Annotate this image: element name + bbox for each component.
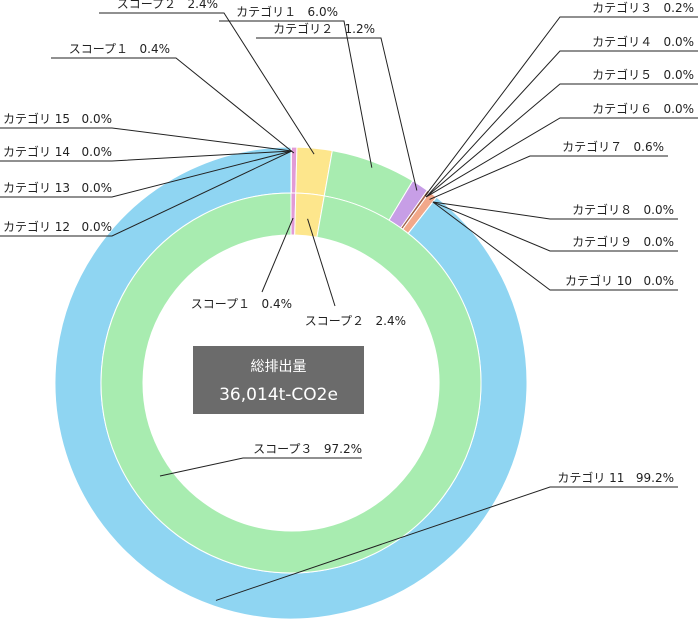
label-cat1-leader — [219, 20, 373, 168]
label-cat7-label: カテゴリ７ 0.6% — [562, 139, 664, 154]
label-cat8-label: カテゴリ８ 0.0% — [572, 202, 674, 217]
leader-lines — [0, 12, 698, 601]
label-cat9-label: カテゴリ９ 0.0% — [572, 234, 674, 249]
label-scope1-outer-leader — [51, 57, 295, 154]
label-cat13-leader — [0, 150, 292, 198]
label-cat10-label: カテゴリ 10 0.0% — [565, 273, 674, 288]
label-cat2-leader — [256, 37, 418, 191]
inner-slice-3 — [100, 192, 482, 574]
label-cat5-leader — [425, 83, 698, 198]
label-scope2-inner: スコープ２ 2.4% — [305, 314, 406, 328]
label-scope2-inner-leader — [307, 218, 336, 307]
label-cat3-leader — [424, 16, 698, 197]
inner-ring — [100, 192, 482, 574]
label-cat5-label: カテゴリ５ 0.0% — [592, 67, 694, 82]
label-cat12-label: カテゴリ 12 0.0% — [3, 219, 112, 234]
label-cat10-leader — [432, 201, 678, 291]
label-cat4-label: カテゴリ４ 0.0% — [592, 34, 694, 49]
label-scope3-inner-leader — [159, 457, 362, 477]
center-title: 総排出量 — [251, 359, 307, 375]
label-cat2-label: カテゴリ２ 1.2% — [273, 21, 375, 36]
label-cat15-label: カテゴリ 15 0.0% — [3, 111, 112, 126]
label-cat6-label: カテゴリ６ 0.0% — [592, 101, 694, 116]
label-cat6-leader — [425, 117, 698, 198]
label-scope2-outer-leader — [99, 12, 315, 155]
center-box: 総排出量 36,014t-CO2e — [193, 346, 364, 414]
center-value: 36,014t-CO2e — [219, 385, 338, 405]
label-cat14-leader — [0, 150, 292, 162]
label-cat12-leader — [0, 150, 293, 237]
label-scope1-inner: スコープ１ 0.4% — [191, 297, 292, 311]
label-cat9-leader — [432, 201, 678, 252]
label-cat11-leader — [215, 486, 678, 601]
label-scope1-inner-leader — [261, 217, 294, 293]
label-scope3-inner: スコープ３ 97.2% — [253, 442, 362, 456]
label-cat7-leader — [429, 155, 668, 200]
label-cat15-leader — [0, 127, 292, 152]
data-labels: スコープ１ 0.4% スコープ２ 2.4% カテゴリ１ 6.0% カテゴリ２ 1.2%… — [3, 0, 694, 485]
label-cat3-label: カテゴリ３ 0.2% — [592, 0, 694, 15]
label-cat1-label: カテゴリ１ 6.0% — [236, 4, 338, 19]
label-cat11-label: カテゴリ 11 99.2% — [557, 470, 674, 485]
label-cat13-label: カテゴリ 13 0.0% — [3, 180, 112, 195]
label-cat8-leader — [432, 201, 678, 220]
center-box-background — [193, 346, 364, 414]
label-scope2-outer-label: スコープ２ 2.4% — [117, 0, 218, 11]
label-cat14-label: カテゴリ 14 0.0% — [3, 144, 112, 159]
label-scope1-outer-label: スコープ１ 0.4% — [69, 42, 170, 56]
label-cat4-leader — [425, 50, 698, 198]
